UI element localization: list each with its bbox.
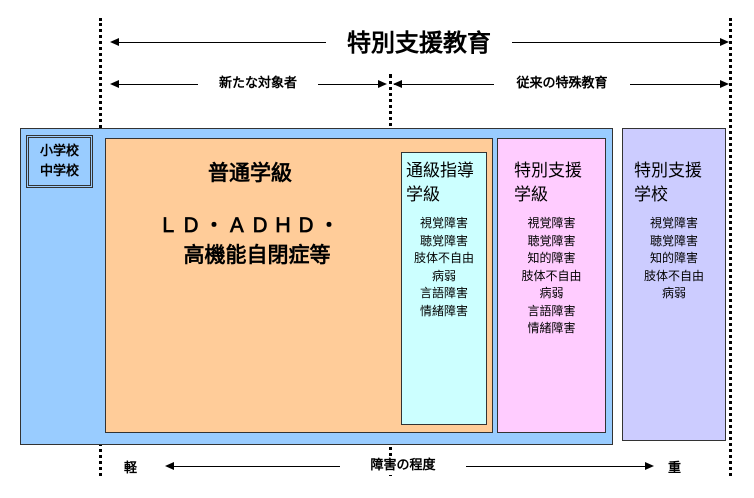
resource-room-title-1: 通級指導 <box>406 161 474 181</box>
list-item: 肢体不自由 <box>643 268 704 283</box>
junior-high-label: 中学校 <box>39 164 79 179</box>
school-label-box: 小学校 中学校 <box>26 135 93 188</box>
resource-room-box: 通級指導 学級 視覚障害 聴覚障害 肢体不自由 病弱 言語障害 情緒障害 <box>401 152 487 425</box>
ld-adhd-label: ＬＤ・ＡＤＨＤ・ <box>158 213 342 237</box>
list-item: 聴覚障害 <box>419 233 468 248</box>
special-class-title-2: 学級 <box>514 185 548 205</box>
resource-room-list: 視覚障害 聴覚障害 肢体不自由 病弱 言語障害 情緒障害 <box>402 215 486 320</box>
special-class-box: 特別支援 学級 視覚障害 聴覚障害 知的障害 肢体不自由 病弱 言語障害 情緒障… <box>497 138 606 433</box>
list-item: 言語障害 <box>419 286 468 300</box>
list-item: 知的障害 <box>649 251 698 265</box>
list-item: 情緒障害 <box>527 321 576 335</box>
resource-room-title-2: 学級 <box>406 185 440 205</box>
list-item: 視覚障害 <box>649 216 698 230</box>
light-label: 軽 <box>124 461 138 476</box>
list-item: 聴覚障害 <box>649 233 698 248</box>
list-item: 視覚障害 <box>527 216 576 230</box>
list-item: 病弱 <box>539 286 564 300</box>
special-school-list: 視覚障害 聴覚障害 知的障害 肢体不自由 病弱 <box>623 215 725 303</box>
list-item: 視覚障害 <box>419 216 468 230</box>
hfa-label: 高機能自閉症等 <box>183 243 331 267</box>
list-item: 情緒障害 <box>419 303 468 318</box>
list-item: 聴覚障害 <box>527 233 576 248</box>
new-targets-label: 新たな対象者 <box>198 75 318 93</box>
list-item: 病弱 <box>661 286 686 300</box>
list-item: 言語障害 <box>527 303 576 318</box>
list-item: 知的障害 <box>527 251 576 265</box>
list-item: 肢体不自由 <box>521 268 582 283</box>
special-school-title-1: 特別支援 <box>634 161 702 181</box>
special-school-title-2: 学校 <box>634 185 668 205</box>
traditional-label: 従来の特殊教育 <box>494 75 630 93</box>
list-item: 肢体不自由 <box>413 251 474 265</box>
elementary-label: 小学校 <box>39 144 79 159</box>
divider-right <box>729 18 732 476</box>
heavy-label: 重 <box>668 461 682 476</box>
degree-label: 障害の程度 <box>340 457 466 475</box>
regular-class-title: 普通学級 <box>208 161 292 185</box>
special-class-list: 視覚障害 聴覚障害 知的障害 肢体不自由 病弱 言語障害 情緒障害 <box>498 215 605 338</box>
diagram-title: 特別支援教育 <box>326 28 512 58</box>
special-class-title-1: 特別支援 <box>514 161 582 181</box>
special-school-box: 特別支援 学校 視覚障害 聴覚障害 知的障害 肢体不自由 病弱 <box>622 128 726 441</box>
list-item: 病弱 <box>431 268 456 283</box>
